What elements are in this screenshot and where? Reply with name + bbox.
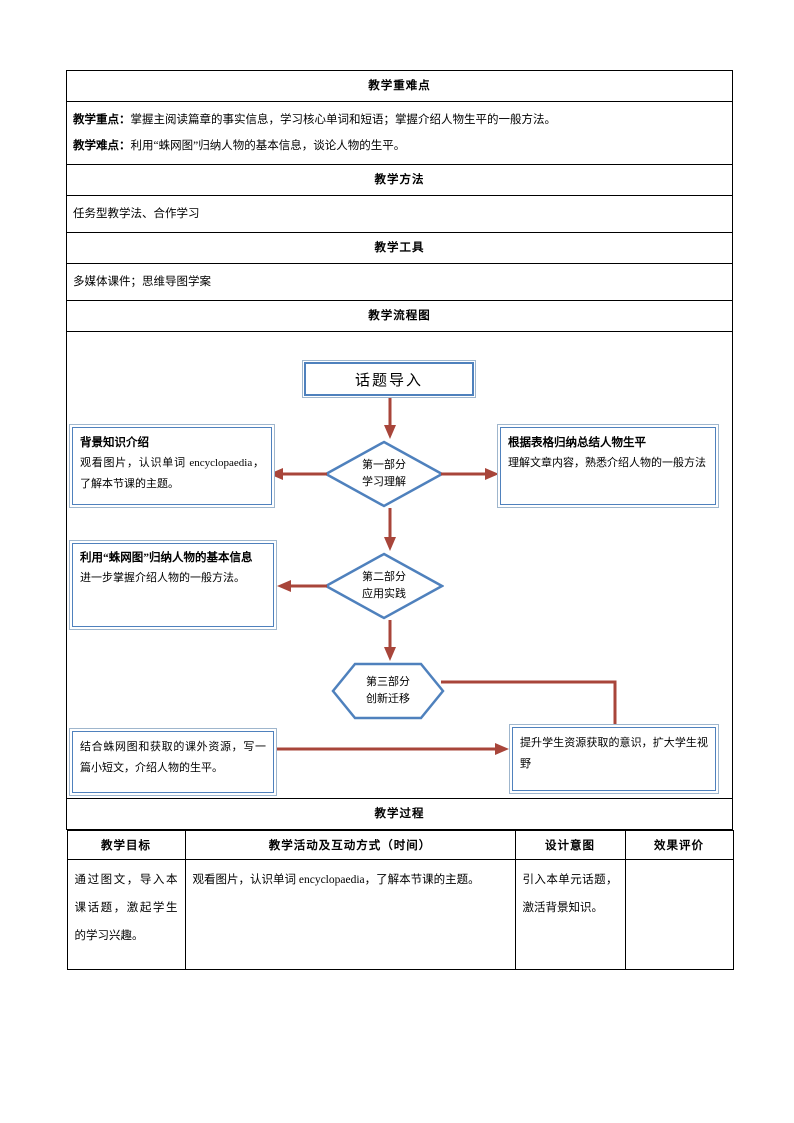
arrow-stage1-to-stage2: [383, 508, 397, 552]
section-heading-tools: 教学工具: [66, 232, 733, 264]
section-heading-flowchart: 教学流程图: [66, 300, 733, 332]
process-cell-evaluation: [624, 859, 734, 970]
arrow-stage2-to-left-box: [277, 579, 327, 593]
section-body-methods: 任务型教学法、合作学习: [66, 195, 733, 233]
flow-box-spider-map-title: 利用“蛛网图”归纳人物的基本信息: [80, 552, 253, 564]
process-table-cell: 教学目标 教学活动及互动方式（时间） 设计意图 效果评价 通过图文，导入本课话题…: [66, 830, 734, 970]
key-point-label: 教学重点：: [73, 114, 131, 126]
flow-box-write-passage[interactable]: 结合蛛网图和获取的课外资源，写一篇小短文，介绍人物的生平。: [69, 728, 277, 796]
process-table-header-row: 教学目标 教学活动及互动方式（时间） 设计意图 效果评价: [66, 830, 734, 860]
process-cell-activity: 观看图片，认识单词 encyclopaedia，了解本节课的主题。: [184, 859, 516, 970]
arrow-start-to-stage1: [383, 398, 397, 440]
process-col-evaluation: 效果评价: [624, 830, 734, 860]
arrow-left-box-to-right-box: [277, 742, 509, 756]
flow-box-write-passage-body: 结合蛛网图和获取的课外资源，写一篇小短文，介绍人物的生平。: [80, 741, 266, 774]
process-col-intent: 设计意图: [514, 830, 626, 860]
flowchart-cell: 话题导入 第一部: [66, 331, 733, 799]
process-table: 教学目标 教学活动及互动方式（时间） 设计意图 效果评价 通过图文，导入本课话题…: [66, 830, 734, 970]
key-point-line: 教学重点：掌握主阅读篇章的事实信息，学习核心单词和短语；掌握介绍人物生平的一般方…: [73, 107, 726, 133]
arrow-stage2-to-stage3: [383, 620, 397, 662]
section-body-tools: 多媒体课件；思维导图学案: [66, 263, 733, 301]
section-heading-process: 教学过程: [66, 798, 733, 830]
arrow-stage1-to-left-box: [269, 467, 327, 481]
flowchart-canvas: 话题导入 第一部: [67, 332, 732, 798]
flow-box-broaden-horizons-body: 提升学生资源获取的意识，扩大学生视野: [520, 737, 708, 770]
flow-box-summarize-biography[interactable]: 根据表格归纳总结人物生平 理解文章内容，熟悉介绍人物的一般方法: [497, 424, 719, 508]
flow-start-label: 话题导入: [304, 362, 474, 396]
flow-box-background-intro[interactable]: 背景知识介绍 观看图片，认识单词 encyclopaedia，了解本节课的主题。: [69, 424, 275, 508]
flow-box-spider-map[interactable]: 利用“蛛网图”归纳人物的基本信息 进一步掌握介绍人物的一般方法。: [69, 540, 277, 630]
process-cell-intent: 引入本单元话题，激活背景知识。: [514, 859, 626, 970]
lesson-plan-table: 教学重难点 教学重点：掌握主阅读篇章的事实信息，学习核心单词和短语；掌握介绍人物…: [66, 70, 734, 970]
section-heading-key-points: 教学重难点: [66, 70, 733, 102]
table-row: 通过图文，导入本课话题，激起学生的学习兴趣。 观看图片，认识单词 encyclo…: [66, 859, 734, 970]
process-cell-goal: 通过图文，导入本课话题，激起学生的学习兴趣。: [66, 859, 186, 970]
difficult-point-label: 教学难点：: [73, 140, 131, 152]
flow-start-box[interactable]: 话题导入: [302, 360, 476, 398]
key-point-text: 掌握主阅读篇章的事实信息，学习核心单词和短语；掌握介绍人物生平的一般方法。: [130, 114, 557, 126]
flow-box-spider-map-body: 进一步掌握介绍人物的一般方法。: [80, 572, 245, 584]
flow-box-background-intro-title: 背景知识介绍: [80, 437, 149, 449]
methods-text: 任务型教学法、合作学习: [73, 208, 200, 220]
process-col-goal: 教学目标: [66, 830, 186, 860]
section-heading-methods: 教学方法: [66, 164, 733, 196]
flow-box-broaden-horizons[interactable]: 提升学生资源获取的意识，扩大学生视野: [509, 724, 719, 794]
tools-text: 多媒体课件；思维导图学案: [73, 276, 211, 288]
difficult-point-text: 利用“蛛网图”归纳人物的基本信息，谈论人物的生平。: [130, 140, 406, 152]
flow-box-summarize-biography-title: 根据表格归纳总结人物生平: [508, 437, 646, 449]
flow-box-background-intro-body: 观看图片，认识单词 encyclopaedia，了解本节课的主题。: [80, 457, 264, 490]
difficult-point-line: 教学难点：利用“蛛网图”归纳人物的基本信息，谈论人物的生平。: [73, 133, 726, 159]
flow-box-summarize-biography-body: 理解文章内容，熟悉介绍人物的一般方法: [508, 457, 706, 469]
arrow-stage1-to-right-box: [441, 467, 499, 481]
flow-stage-2-diamond[interactable]: 第二部分 应用实践: [324, 552, 444, 620]
flow-stage-3-hexagon[interactable]: 第三部分 创新迁移: [331, 662, 445, 720]
process-col-activity: 教学活动及互动方式（时间）: [184, 830, 516, 860]
section-body-key-points: 教学重点：掌握主阅读篇章的事实信息，学习核心单词和短语；掌握介绍人物生平的一般方…: [66, 101, 733, 165]
flow-stage-1-diamond[interactable]: 第一部分 学习理解: [324, 440, 444, 508]
